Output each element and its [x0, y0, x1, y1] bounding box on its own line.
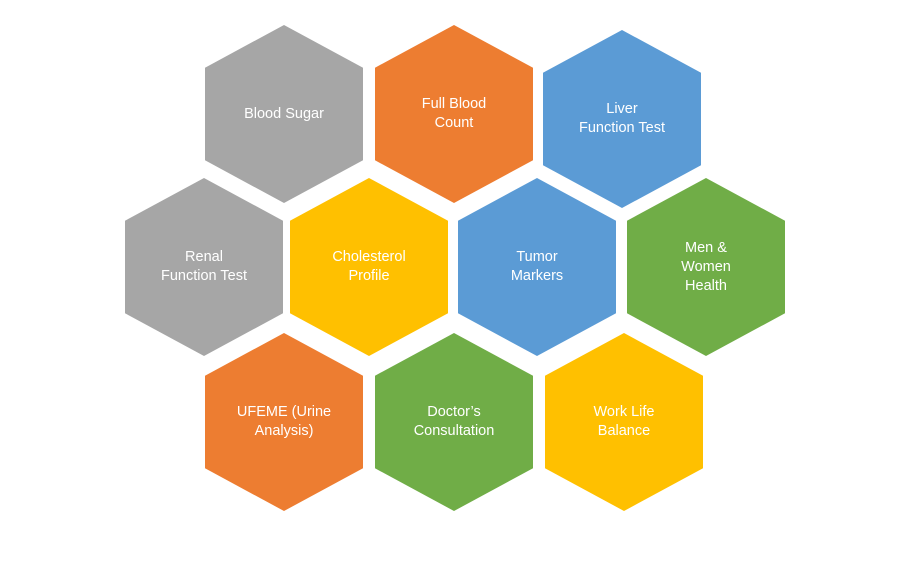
hexagon-blood-sugar: Blood Sugar	[205, 25, 363, 203]
hexagon-ufeme: UFEME (Urine Analysis)	[205, 333, 363, 511]
hexagon-work-life-balance: Work Life Balance	[545, 333, 703, 511]
hexagon-doctors-consultation: Doctor’s Consultation	[375, 333, 533, 511]
hexagon-label: Full Blood Count	[421, 96, 487, 131]
hexagon-label: Cholesterol Profile	[332, 249, 406, 284]
hexagon-label: Renal Function Test	[161, 249, 247, 284]
hexagon-full-blood-count: Full Blood Count	[375, 25, 533, 203]
hexagon-cholesterol-profile: Cholesterol Profile	[290, 178, 448, 356]
hexagon-label: Men & Women Health	[681, 239, 731, 294]
hexagon-liver-function-test: Liver Function Test	[543, 30, 701, 208]
hexagon-label: Blood Sugar	[244, 105, 324, 122]
hexagon-label: UFEME (Urine Analysis)	[236, 404, 332, 439]
hexagon-renal-function-test: Renal Function Test	[125, 178, 283, 356]
hexagon-men-women-health: Men & Women Health	[627, 178, 785, 356]
hexagon-label: Tumor Markers	[510, 249, 564, 284]
hexagon-tumor-markers: Tumor Markers	[458, 178, 616, 356]
hexagon-label: Work Life Balance	[593, 404, 655, 439]
hexagon-label: Doctor’s Consultation	[413, 404, 495, 439]
hexagon-label: Liver Function Test	[579, 101, 665, 136]
